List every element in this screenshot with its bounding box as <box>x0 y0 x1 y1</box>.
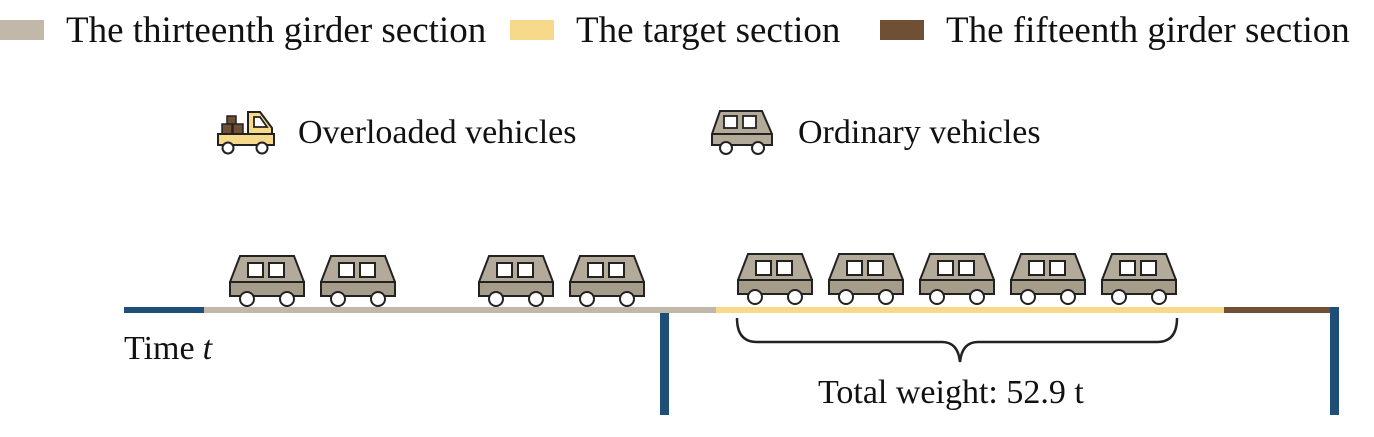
vehicle-legend-overloaded: Overloaded vehicles <box>216 108 577 158</box>
pier-left <box>660 313 669 415</box>
thirteenth-girder-section <box>204 307 716 313</box>
ordinary-vehicles-label: Ordinary vehicles <box>798 114 1041 151</box>
vehicle-legend-ordinary: Ordinary vehicles <box>708 108 1041 158</box>
time-label-text: Time <box>124 330 195 367</box>
legend-label-thirteenth-section: The thirteenth girder section <box>66 9 487 51</box>
target-vehicles-brace <box>735 317 1179 363</box>
legend-swatch-thirteenth-section <box>0 20 44 40</box>
vehicle-ordinary <box>1010 253 1086 305</box>
pier-right <box>1330 307 1339 415</box>
vehicle-ordinary <box>1101 253 1177 305</box>
legend-swatch-fifteenth-section <box>880 20 924 40</box>
vehicle-ordinary <box>737 253 813 305</box>
left-approach-deck <box>124 307 204 313</box>
vehicle-ordinary <box>478 255 554 307</box>
vehicle-ordinary <box>320 255 396 307</box>
legend-item-thirteenth-section: The thirteenth girder section <box>0 8 486 52</box>
vehicle-ordinary <box>919 253 995 305</box>
vehicle-ordinary <box>229 255 305 307</box>
legend-swatch-target-section <box>510 20 554 40</box>
time-symbol: t <box>202 330 213 367</box>
legend-label-fifteenth-section: The fifteenth girder section <box>946 9 1350 51</box>
total-weight-label: Total weight: 52.9 t <box>818 374 1084 411</box>
overloaded-vehicles-label: Overloaded vehicles <box>298 114 577 151</box>
vehicle-ordinary <box>569 255 645 307</box>
legend-item-target-section: The target section <box>510 8 840 52</box>
ordinary-car-icon <box>711 110 773 155</box>
overloaded-truck-icon <box>217 111 275 155</box>
target-girder-section <box>716 307 1224 313</box>
fifteenth-girder-section <box>1224 307 1330 313</box>
vehicle-ordinary <box>828 253 904 305</box>
legend-label-target-section: The target section <box>576 9 841 51</box>
legend-item-fifteenth-section: The fifteenth girder section <box>880 8 1350 52</box>
